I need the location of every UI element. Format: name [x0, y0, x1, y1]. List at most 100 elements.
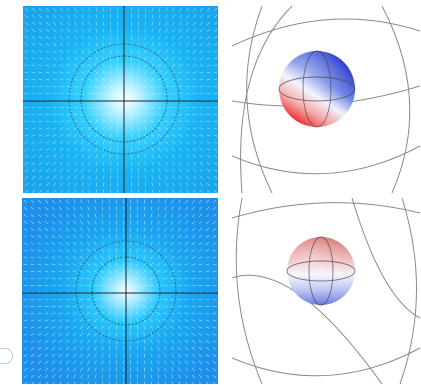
field-arrow [199, 175, 204, 180]
field-arrow [177, 346, 182, 351]
field-arrow [102, 7, 105, 12]
field-arrow [37, 206, 42, 211]
field-arrow [212, 242, 217, 245]
field-arrow [52, 21, 57, 26]
field-arrow [158, 154, 161, 159]
field-arrow [23, 340, 28, 343]
field-arrow [88, 35, 91, 40]
field-arrow [101, 353, 104, 358]
field-arrow [58, 298, 63, 301]
field-arrow [80, 381, 83, 384]
field-arrow [164, 56, 169, 61]
field-arrow [205, 263, 210, 266]
field-arrow [116, 77, 119, 82]
field-arrow [171, 206, 174, 211]
field-arrow [72, 326, 77, 329]
field-arrow [164, 120, 169, 123]
field-arrow [101, 220, 104, 225]
field-arrow [86, 325, 91, 330]
field-arrow [157, 199, 160, 204]
field-arrow [109, 147, 112, 152]
field-arrow [150, 78, 155, 81]
field-arrow [81, 35, 84, 40]
field-arrow [80, 71, 85, 74]
field-arrow [191, 333, 196, 336]
field-arrow [137, 133, 140, 138]
field-arrow [205, 277, 210, 280]
field-arrow [179, 175, 182, 180]
field-arrow [38, 189, 43, 193]
field-arrow [199, 148, 204, 151]
field-arrow [94, 70, 99, 75]
field-arrow [37, 340, 42, 343]
field-arrow [72, 332, 77, 337]
field-arrow [192, 381, 195, 384]
field-arrow [151, 161, 154, 166]
field-arrow [87, 140, 92, 145]
field-arrow [93, 270, 98, 273]
field-arrow [31, 381, 35, 384]
field-arrow [86, 318, 91, 323]
field-arrow [165, 28, 168, 33]
field-arrow [198, 374, 203, 379]
field-arrow [51, 263, 56, 266]
field-arrow [192, 134, 197, 137]
field-arrow [144, 21, 147, 26]
field-arrow [143, 325, 146, 330]
field-arrow [59, 14, 64, 19]
field-arrow [192, 154, 197, 159]
field-arrow [59, 35, 64, 40]
field-arrow [30, 354, 35, 357]
field-arrow [31, 7, 36, 12]
field-arrow [171, 213, 174, 218]
field-arrow [51, 249, 56, 252]
field-arrow [150, 353, 153, 358]
field-arrow [177, 263, 182, 266]
field-arrow [199, 14, 204, 19]
field-arrow [58, 277, 63, 280]
field-arrow [23, 242, 28, 245]
field-arrow [137, 21, 140, 26]
field-arrow [151, 189, 154, 193]
field-arrow [74, 14, 77, 19]
field-arrow [60, 189, 63, 193]
field-arrow [158, 147, 161, 152]
field-arrow [37, 242, 42, 245]
field-arrow [178, 120, 183, 123]
field-arrow [59, 168, 64, 173]
field-arrow [163, 270, 168, 273]
field-arrow [108, 106, 113, 109]
field-arrow [184, 319, 189, 322]
field-arrow [109, 133, 112, 138]
field-arrow [79, 270, 84, 273]
field-arrow [74, 168, 77, 173]
field-arrow [213, 189, 218, 193]
field-arrow [150, 248, 153, 253]
field-arrow [45, 35, 50, 40]
field-arrow [58, 319, 63, 322]
field-arrow [79, 346, 84, 351]
field-arrow [199, 155, 204, 158]
field-arrow [143, 92, 148, 95]
field-arrow [59, 120, 64, 123]
field-arrow [163, 318, 168, 323]
field-arrow [157, 381, 160, 384]
field-arrow [115, 105, 120, 110]
field-arrow [95, 175, 98, 180]
field-arrow [178, 127, 183, 130]
field-arrow [115, 360, 118, 365]
field-arrow [44, 235, 49, 238]
field-arrow [191, 312, 196, 315]
field-arrow [31, 85, 36, 88]
field-arrow [213, 57, 218, 60]
field-arrow [30, 270, 35, 273]
field-arrow [136, 248, 139, 253]
field-arrow [23, 235, 28, 238]
field-arrow [107, 304, 112, 309]
field-arrow [45, 120, 50, 123]
field-arrow [87, 133, 92, 138]
field-arrow [66, 64, 71, 67]
vector-field-bottom-svg [22, 198, 218, 384]
field-arrow [163, 339, 168, 344]
field-arrow [44, 213, 49, 218]
